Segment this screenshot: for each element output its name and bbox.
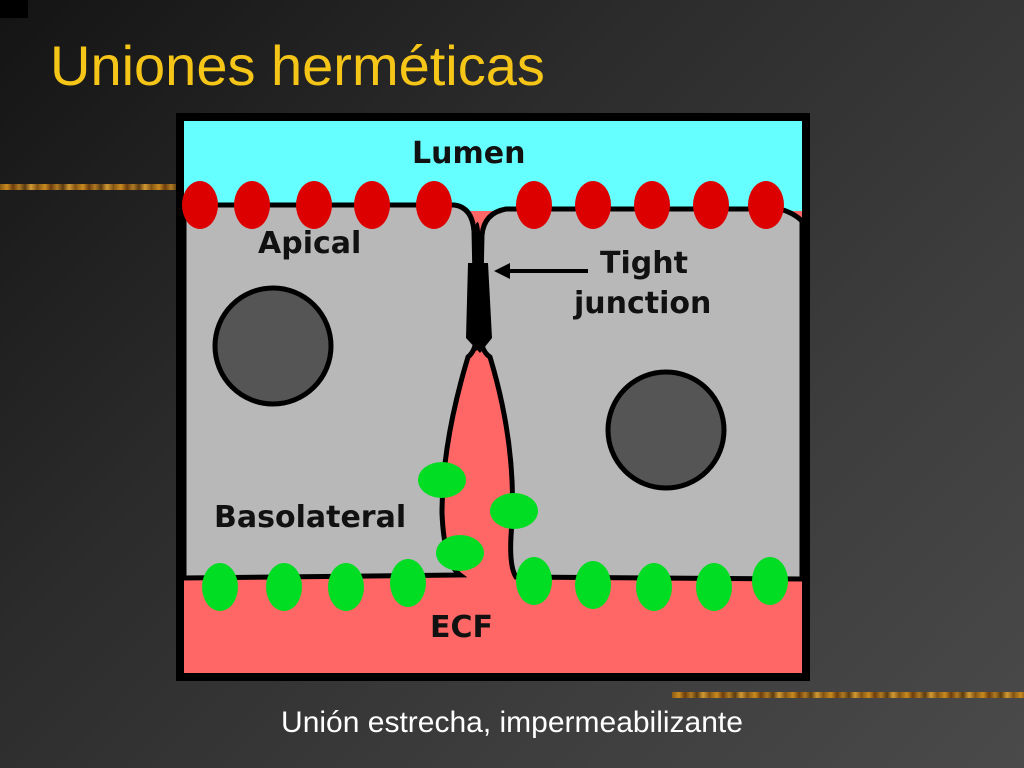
slide-caption: Unión estrecha, impermeabilizante [281,706,743,739]
basolateral-proteins [202,462,788,611]
apical-label: Apical [258,226,361,261]
lateral-protein [490,493,538,529]
slide-title: Uniones herméticas [50,34,545,97]
apical-protein [693,181,729,229]
apical-protein [354,181,390,229]
left-nucleus [212,285,334,407]
apical-protein [234,181,270,229]
left-arrow-icon [494,263,588,279]
diagram-svg: Lumen Apical Tight junction Basolateral … [181,121,805,673]
right-nucleus [605,369,727,491]
lateral-protein [418,462,466,498]
basolateral-protein [390,559,426,607]
apical-proteins [182,181,784,229]
apical-protein [575,181,611,229]
apical-protein [182,181,218,229]
tight-junction-strand [466,263,492,353]
apical-protein [634,181,670,229]
basolateral-protein [328,563,364,611]
tight-junction-label-line1: Tight [600,246,688,281]
lumen-label: Lumen [412,136,525,171]
corner-mark [0,0,28,18]
ecf-label: ECF [430,610,493,645]
basolateral-protein [202,563,238,611]
tight-junction-diagram: Lumen Apical Tight junction Basolateral … [176,113,810,681]
basolateral-label: Basolateral [214,500,406,535]
accent-bar-bottom [672,692,1024,698]
apical-protein [516,181,552,229]
basolateral-protein [752,557,788,605]
apical-protein [748,181,784,229]
basolateral-protein [516,557,552,605]
basolateral-protein [575,561,611,609]
apical-protein [416,181,452,229]
apical-protein [296,181,332,229]
basolateral-protein [696,563,732,611]
tight-junction-label-line2: junction [573,286,711,321]
basolateral-protein [636,563,672,611]
accent-bar-top [0,184,180,190]
lateral-protein [436,535,484,571]
basolateral-protein [266,563,302,611]
